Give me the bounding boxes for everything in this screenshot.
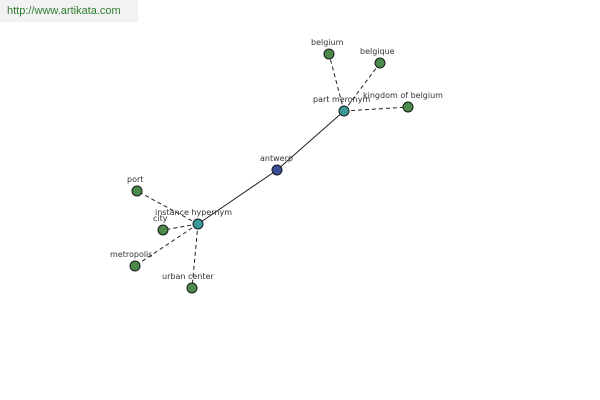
node-label-urban-center: urban center: [162, 272, 214, 281]
edge-instance-hypernym-to-metropolis: [134, 223, 199, 267]
node-instance-hypernym[interactable]: [192, 218, 204, 230]
node-part-meronym[interactable]: [338, 105, 350, 117]
node-metropolis[interactable]: [129, 260, 141, 272]
node-label-city: city: [153, 214, 168, 223]
edge-instance-hypernym-to-city: [162, 223, 199, 231]
node-label-part-meronym: part meronym: [313, 95, 370, 104]
node-belgium[interactable]: [323, 48, 335, 60]
node-city[interactable]: [157, 224, 169, 236]
node-label-antwerp: antwerp: [260, 154, 293, 163]
node-label-belgique: belgique: [360, 47, 395, 56]
node-kingdom-of-belgium[interactable]: [402, 101, 414, 113]
watermark-url: http://www.artikata.com: [0, 0, 138, 22]
edge-part-meronym-to-belgium: [328, 53, 345, 112]
edge-part-meronym-to-kingdom-of-belgium: [343, 106, 409, 112]
node-port[interactable]: [131, 185, 143, 197]
node-belgique[interactable]: [374, 57, 386, 69]
edge-part-meronym-to-belgique: [343, 62, 381, 112]
node-label-port: port: [127, 175, 143, 184]
edge-instance-hypernym-to-port: [136, 190, 199, 225]
edge-instance-hypernym-to-urban-center: [191, 223, 199, 289]
node-label-instance-hypernym: instance hypernym: [155, 208, 232, 217]
node-urban-center[interactable]: [186, 282, 198, 294]
node-label-kingdom-of-belgium: kingdom of belgium: [363, 91, 443, 100]
nodes-layer: [129, 48, 414, 294]
node-antwerp[interactable]: [271, 164, 283, 176]
node-label-metropolis: metropolis: [110, 250, 152, 259]
edges-layer: [134, 53, 409, 289]
node-label-belgium: belgium: [311, 38, 344, 47]
labels-layer: antwerp part meronym instance hypernym belg…: [110, 38, 443, 281]
edge-antwerp-to-part-meronym: [276, 110, 345, 171]
edge-antwerp-to-instance-hypernym: [197, 169, 278, 225]
